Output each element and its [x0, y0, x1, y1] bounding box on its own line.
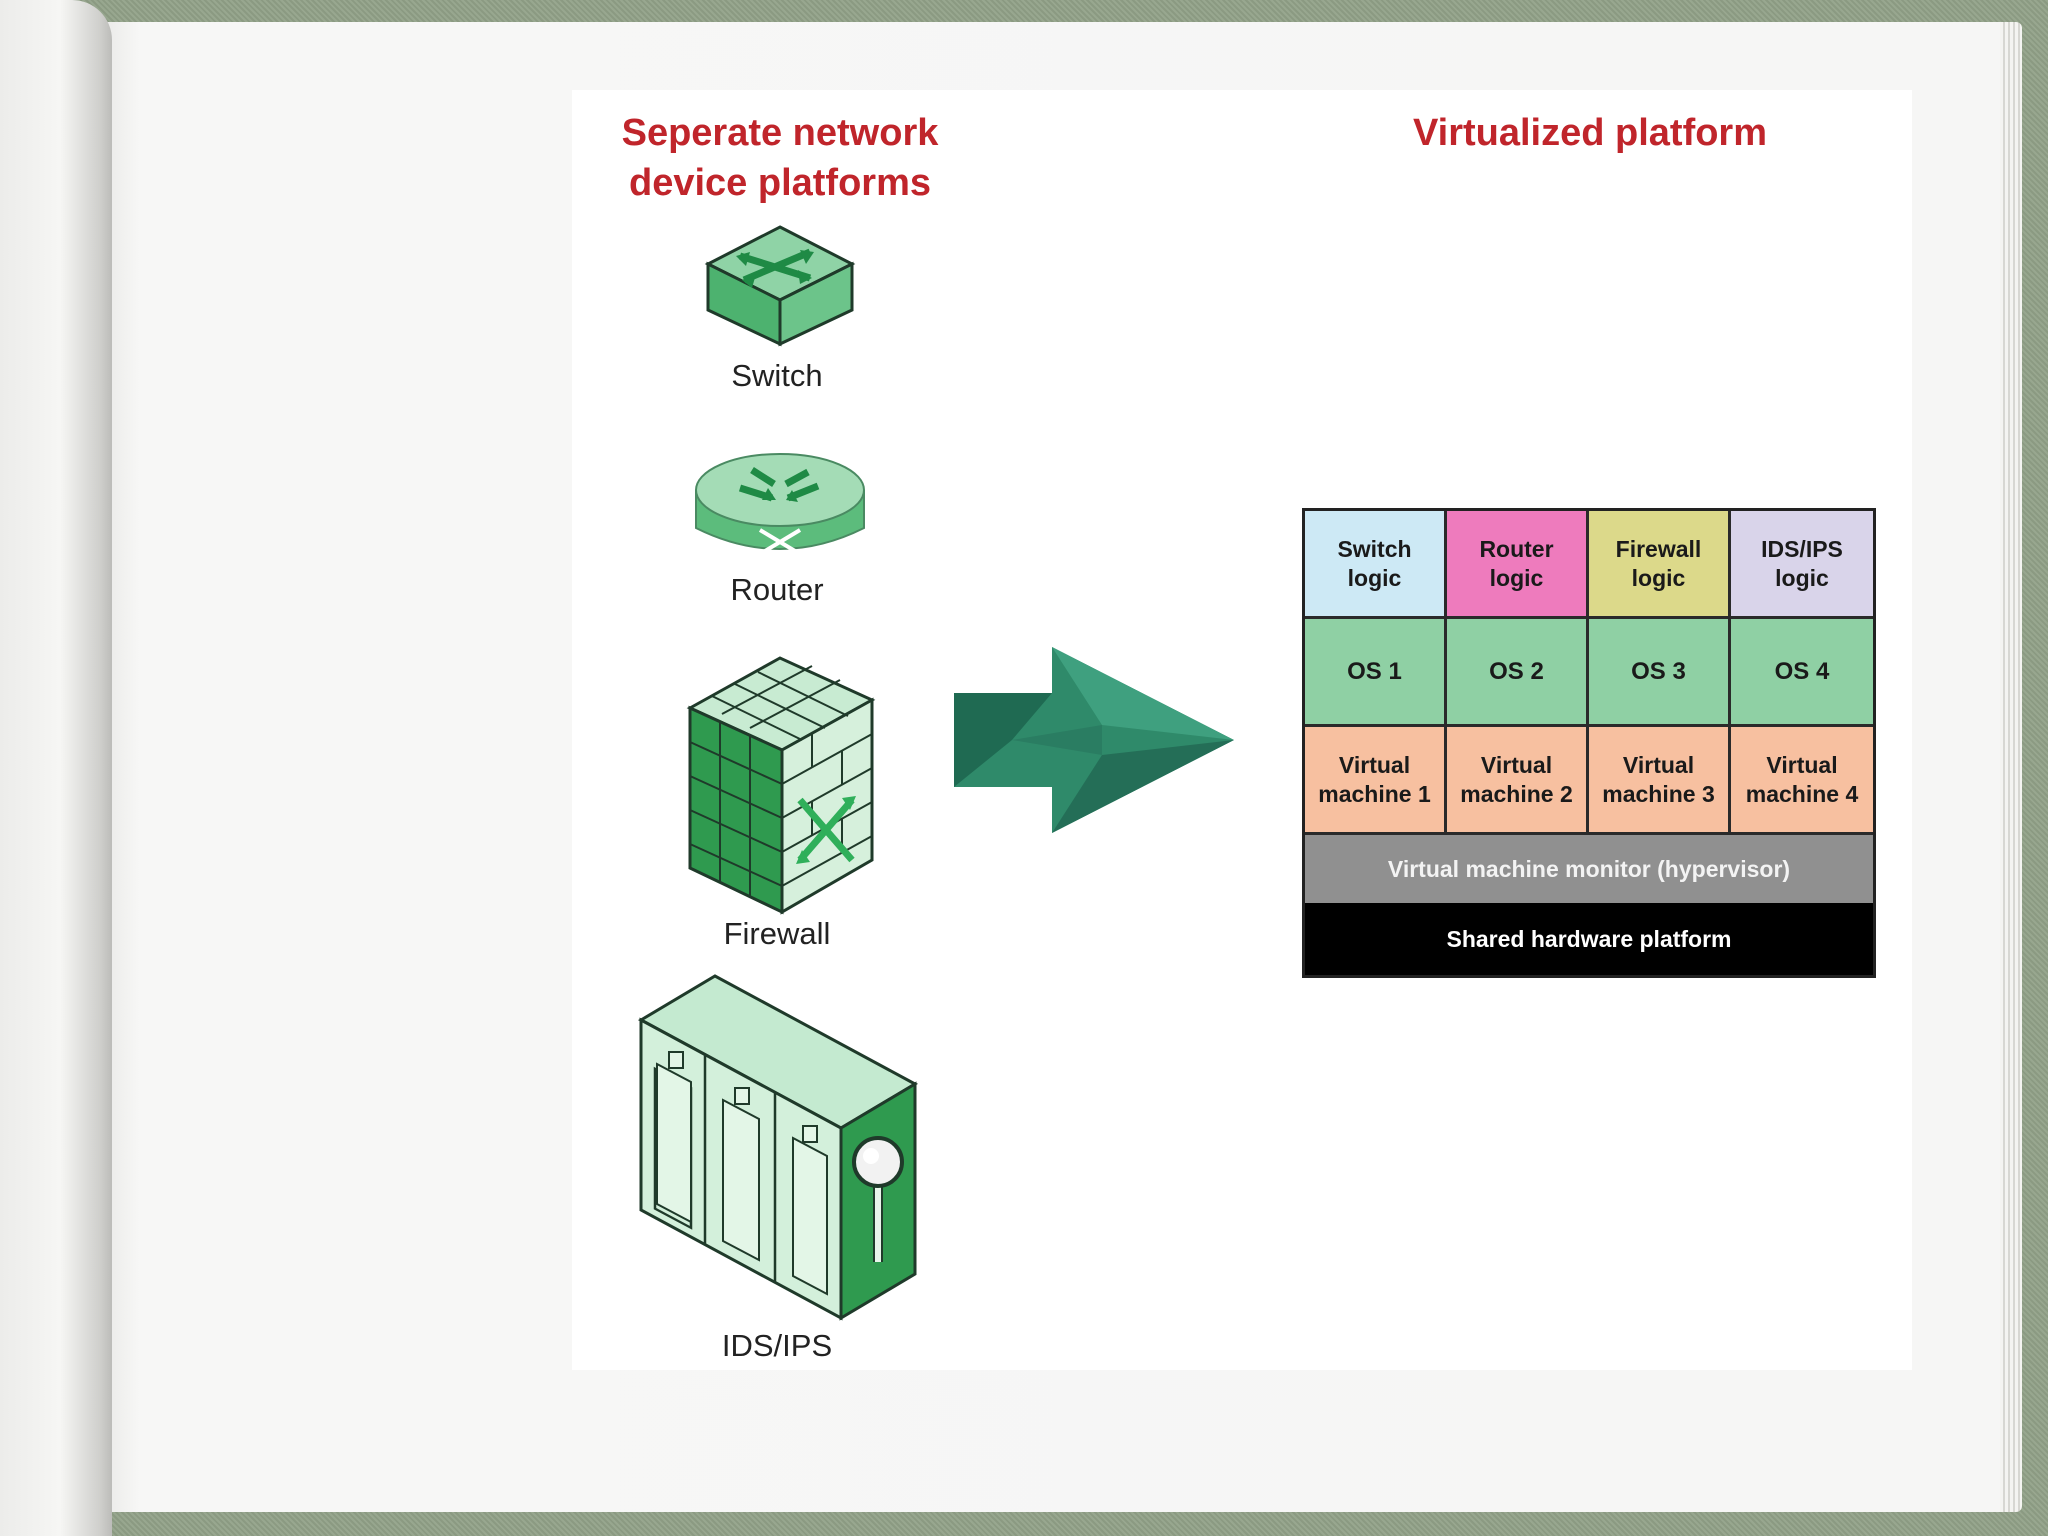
cell-os-3: OS 3 — [1589, 619, 1731, 727]
os-row: OS 1 OS 2 OS 3 OS 4 — [1305, 619, 1873, 727]
heading-virtualized-platform: Virtualized platform — [1412, 112, 1768, 154]
vm-row: Virtual machine 1 Virtual machine 2 Virt… — [1305, 727, 1873, 835]
transform-arrow-icon — [954, 647, 1234, 833]
book-spine — [0, 0, 112, 1536]
hardware-layer: Shared hardware platform — [1305, 903, 1873, 975]
cell-vm-3: Virtual machine 3 — [1589, 727, 1731, 835]
virtualized-stack: Switch logic Router logic Firewall logic… — [1302, 508, 1876, 978]
device-label-firewall: Firewall — [723, 916, 831, 951]
device-label-switch: Switch — [731, 358, 823, 393]
hypervisor-layer: Virtual machine monitor (hypervisor) — [1305, 835, 1873, 903]
logic-row: Switch logic Router logic Firewall logic… — [1305, 511, 1873, 619]
cell-switch-logic: Switch logic — [1305, 511, 1447, 619]
cell-ids-ips-logic: IDS/IPS logic — [1731, 511, 1873, 619]
cell-vm-1: Virtual machine 1 — [1305, 727, 1447, 835]
cell-router-logic: Router logic — [1447, 511, 1589, 619]
router-icon — [695, 453, 865, 556]
cell-firewall-logic: Firewall logic — [1589, 511, 1731, 619]
ids-ips-server-icon — [637, 974, 919, 1321]
cell-os-4: OS 4 — [1731, 619, 1873, 727]
heading-separate-platforms: Seperate network device platforms — [621, 112, 939, 204]
cell-vm-2: Virtual machine 2 — [1447, 727, 1589, 835]
switch-icon — [704, 225, 856, 347]
cell-vm-4: Virtual machine 4 — [1731, 727, 1873, 835]
cell-os-1: OS 1 — [1305, 619, 1447, 727]
cell-os-2: OS 2 — [1447, 619, 1589, 727]
device-label-router: Router — [730, 572, 824, 607]
firewall-icon — [686, 656, 876, 915]
device-label-ids-ips: IDS/IPS — [721, 1328, 833, 1363]
